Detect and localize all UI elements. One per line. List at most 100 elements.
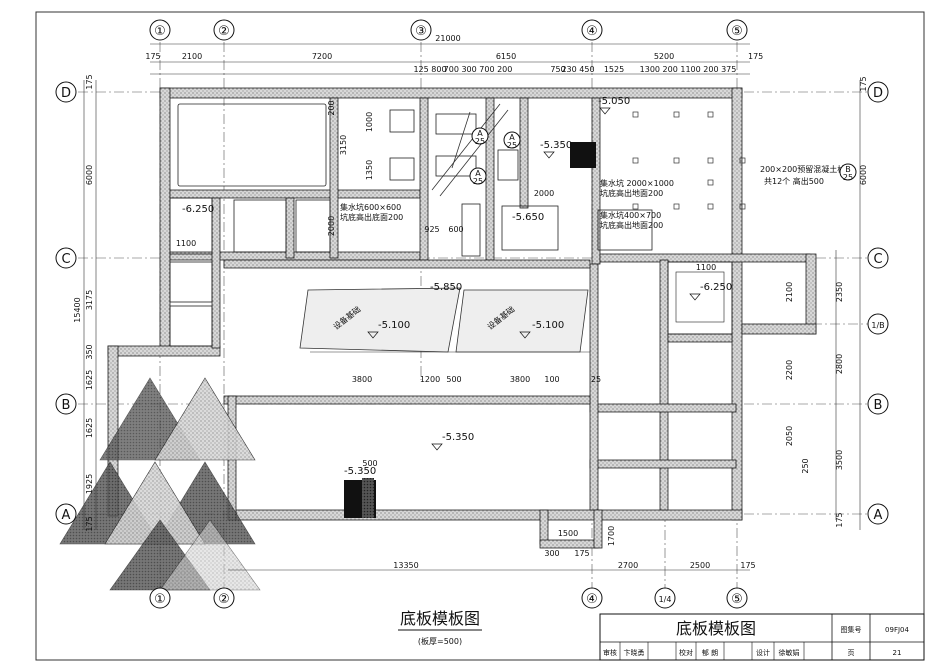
grid-bubble-C-left: C xyxy=(55,247,77,269)
dim-top-5200: 5200 xyxy=(654,52,674,61)
grid-bubble-1-4-bottom: 1/4 xyxy=(654,587,676,609)
drawing-frame xyxy=(35,11,925,661)
dim-int-200: 200 xyxy=(327,100,336,115)
svg-text:C: C xyxy=(61,252,70,267)
level-markers: -5.050 -5.350 -6.250 -5.650 -5.850 -5.10… xyxy=(182,96,732,477)
sump-mark-upper xyxy=(570,142,596,168)
note-sump-600: 集水坑600×600 xyxy=(340,202,401,212)
dim-right-3500: 3500 xyxy=(835,450,844,470)
title-block-atlas-label: 图集号 xyxy=(841,625,862,634)
level-5: -5.850 xyxy=(430,282,462,293)
svg-text:④: ④ xyxy=(586,592,598,607)
svg-text:③: ③ xyxy=(415,24,427,39)
dim-int-1000: 1000 xyxy=(365,112,374,132)
grid-bubble-C-right: C xyxy=(867,247,889,269)
dim-top-total: 21000 xyxy=(435,34,460,43)
note-sump-400-b: 坑底高出地面200 xyxy=(600,220,663,230)
sump-mark-lower-left xyxy=(362,478,374,518)
dim-bottom-175-right: 175 xyxy=(740,561,755,570)
dim-top-detail-4: 230 450 xyxy=(561,65,594,74)
dim-right-175-top: 175 xyxy=(859,76,868,91)
svg-text:1/B: 1/B xyxy=(871,321,884,330)
dim-int-25: 25 xyxy=(591,375,601,384)
title-block-title: 底板模板图 xyxy=(676,619,756,638)
dim-int-3150: 3150 xyxy=(339,135,348,155)
dim-right-6000: 6000 xyxy=(859,165,868,185)
dim-right-2800: 2800 xyxy=(835,354,844,374)
dim-top-2100: 2100 xyxy=(182,52,202,61)
grid-bubble-2-top: ② xyxy=(213,19,235,41)
dim-bottom-175: 175 xyxy=(574,549,589,558)
dim-int-925: 925 xyxy=(424,225,439,234)
grid-bubbles-top: ① ② ③ ④ ⑤ xyxy=(149,19,748,41)
dim-left-3175: 3175 xyxy=(85,290,94,310)
title-block-atlas-no: 09FJ04 xyxy=(885,626,909,634)
dim-left-1625-b: 1625 xyxy=(85,418,94,438)
grid-bubble-2-bottom: ② xyxy=(213,587,235,609)
dimension-lines xyxy=(83,43,861,571)
level-3: -6.250 xyxy=(182,204,214,215)
dim-int-600: 600 xyxy=(448,225,463,234)
grid-bubble-B-left: B xyxy=(55,393,77,415)
section-A-2: A25 xyxy=(503,131,521,150)
level-4: -5.650 xyxy=(512,212,544,223)
dim-int-3800-b: 3800 xyxy=(510,375,530,384)
dim-left-175-top: 175 xyxy=(85,74,94,89)
dim-int-1100-left: 1100 xyxy=(176,239,196,248)
dim-left-15400: 15400 xyxy=(73,297,82,322)
grid-bubble-4-top: ④ xyxy=(581,19,603,41)
level-6: -5.100 xyxy=(378,320,410,331)
grid-bubble-B-right: B xyxy=(867,393,889,415)
dim-left-1925: 1925 xyxy=(85,474,94,494)
level-2: -5.350 xyxy=(540,140,572,151)
dim-top-detail-2: 700 300 700 200 xyxy=(444,65,513,74)
title-block-reviewer: 卞晓勇 xyxy=(624,648,645,657)
title-block-review-label: 审核 xyxy=(603,648,617,657)
level-10: -5.350 xyxy=(344,466,376,477)
svg-text:D: D xyxy=(61,86,71,101)
dim-int-3800-a: 3800 xyxy=(352,375,372,384)
note-column-1: 200×200预留混凝土柱 xyxy=(760,164,845,174)
walls xyxy=(107,87,817,549)
note-sump-2000-b: 坑底高出地面200 xyxy=(600,188,663,198)
note-sump-600-b: 坑底高出底面200 xyxy=(340,212,403,222)
svg-text:A: A xyxy=(477,129,483,138)
dim-right-175-bottom: 175 xyxy=(835,512,844,527)
dim-int-2200: 2200 xyxy=(785,360,794,380)
drawing-title: 底板模板图 xyxy=(400,609,480,628)
section-A-1: A25 xyxy=(471,127,489,146)
title-block-design-label: 设计 xyxy=(756,648,770,657)
svg-text:B: B xyxy=(874,398,883,413)
svg-text:A: A xyxy=(475,169,481,178)
dim-bottom-2500: 2500 xyxy=(690,561,710,570)
svg-text:25: 25 xyxy=(843,173,853,182)
grid-bubble-5-top: ⑤ xyxy=(726,19,748,41)
grid-bubble-4-bottom: ④ xyxy=(581,587,603,609)
grid-bubble-D-right: D xyxy=(867,81,889,103)
svg-text:A: A xyxy=(874,508,883,523)
dim-int-2000: 2000 xyxy=(327,216,336,236)
dim-int-100: 100 xyxy=(544,375,559,384)
dim-int-500: 500 xyxy=(446,375,461,384)
title-block-page-no: 21 xyxy=(893,649,902,657)
svg-text:1/4: 1/4 xyxy=(659,595,672,604)
note-sump-2000: 集水坑 2000×1000 xyxy=(600,178,674,188)
svg-text:25: 25 xyxy=(473,177,483,186)
grid-bubble-D-left: D xyxy=(55,81,77,103)
drawing-scale: (板厚=500) xyxy=(418,636,462,646)
dim-top-6150: 6150 xyxy=(496,52,516,61)
svg-text:②: ② xyxy=(218,592,230,607)
level-8: -6.250 xyxy=(700,282,732,293)
title-block: 底板模板图 图集号 09FJ04 页 21 审核 卞晓勇 校对 郁 朗 设计 徐… xyxy=(599,613,925,661)
dim-left-175-bottom: 175 xyxy=(85,516,94,531)
grid-bubbles-left: D C B A xyxy=(55,81,77,525)
svg-text:⑤: ⑤ xyxy=(731,24,743,39)
grid-bubble-1B-right: 1/B xyxy=(867,313,889,335)
dim-top-7200: 7200 xyxy=(312,52,332,61)
dim-left-6000: 6000 xyxy=(85,165,94,185)
title-block-page-label: 页 xyxy=(848,649,855,657)
dim-int-1350: 1350 xyxy=(365,160,374,180)
svg-text:B: B xyxy=(62,398,71,413)
svg-text:25: 25 xyxy=(475,137,485,146)
